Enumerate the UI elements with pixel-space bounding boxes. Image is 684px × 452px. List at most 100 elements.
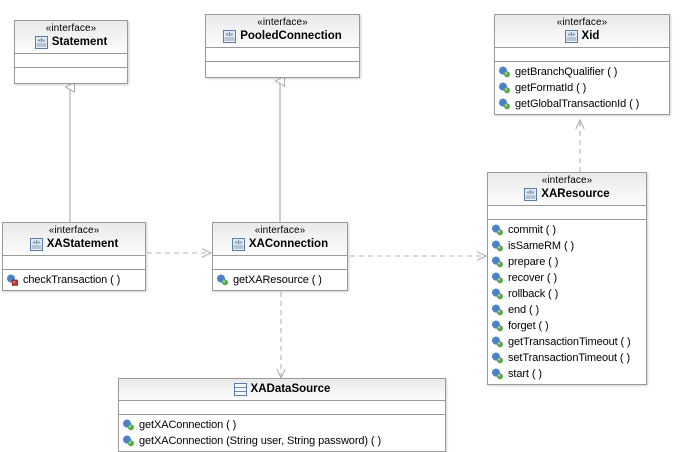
operation-row[interactable]: forget ( ) (488, 318, 646, 334)
operation-label: forget ( ) (508, 319, 549, 332)
attributes-compartment (495, 47, 669, 62)
operation-row[interactable]: end ( ) (488, 302, 646, 318)
operation-label: prepare ( ) (508, 255, 559, 268)
operation-row[interactable]: commit ( ) (488, 222, 646, 238)
operations-compartment: getXAConnection ( ) getXAConnection (Str… (119, 415, 445, 451)
operation-row[interactable]: rollback ( ) (488, 286, 646, 302)
attributes-compartment (3, 255, 145, 270)
method-public-icon (491, 256, 504, 268)
class-name: XAResource (541, 187, 610, 200)
class-box-xastatement[interactable]: «interface» «I» XAStatement (2, 222, 146, 291)
svg-text:«I»: «I» (33, 240, 40, 246)
operation-row[interactable]: getFormatId ( ) (495, 80, 669, 96)
class-stereotype: «interface» (556, 17, 608, 28)
operation-row[interactable]: isSameRM ( ) (488, 238, 646, 254)
class-header: «interface» «I» XAStatement (3, 223, 145, 256)
method-public-icon (491, 240, 504, 252)
attributes-compartment (206, 47, 359, 62)
class-header: «interface» «I» XAResource (488, 173, 646, 206)
operation-label: commit ( ) (508, 223, 556, 236)
attributes-compartment (15, 53, 127, 68)
operation-label: getXAResource ( ) (233, 273, 322, 286)
operations-compartment: getBranchQualifier ( ) getFormatId ( ) (495, 61, 669, 114)
operation-label: getTransactionTimeout ( ) (508, 335, 631, 348)
operation-label: recover ( ) (508, 271, 558, 284)
method-public-icon (122, 435, 135, 447)
class-header: XADataSource (119, 379, 445, 401)
operation-label: checkTransaction ( ) (23, 273, 121, 286)
operation-row[interactable]: prepare ( ) (488, 254, 646, 270)
method-public-icon (122, 419, 135, 431)
class-name: Xid (581, 29, 600, 42)
method-public-icon (498, 98, 511, 110)
operation-row[interactable]: getTransactionTimeout ( ) (488, 334, 646, 350)
operation-label: end ( ) (508, 303, 540, 316)
operation-row[interactable]: start ( ) (488, 366, 646, 382)
class-box-xadatasource[interactable]: XADataSource getXAConnection ( ) getXACo… (118, 378, 446, 452)
method-public-icon (491, 368, 504, 380)
method-public-icon (498, 66, 511, 78)
operation-label: getXAConnection ( ) (139, 419, 237, 431)
attributes-compartment (213, 255, 347, 270)
operation-label: rollback ( ) (508, 287, 559, 300)
class-box-pooledconnection[interactable]: «interface» «I» PooledConnection (205, 14, 360, 78)
class-header: «interface» «I» XAConnection (213, 223, 347, 256)
class-stereotype: «interface» (257, 17, 308, 28)
interface-icon: «I» (524, 187, 538, 201)
class-stereotype: «interface» (541, 175, 593, 186)
operation-label: isSameRM ( ) (508, 239, 575, 252)
interface-icon: «I» (564, 29, 578, 43)
attributes-compartment (488, 205, 646, 220)
operation-row[interactable]: checkTransaction ( ) (3, 272, 145, 288)
method-public-icon (491, 352, 504, 364)
class-header: «interface» «I» Statement (15, 21, 127, 54)
operation-label: start ( ) (508, 367, 542, 380)
class-box-xid[interactable]: «interface» «I» Xid (494, 14, 670, 115)
method-public-icon (498, 82, 511, 94)
class-icon (233, 383, 247, 396)
class-box-xaconnection[interactable]: «interface» «I» XAConnection (212, 222, 348, 291)
class-stereotype: «interface» (48, 225, 100, 236)
operation-label: getBranchQualifier ( ) (515, 65, 618, 78)
operation-label: getFormatId ( ) (515, 81, 587, 94)
class-name: Statement (51, 35, 108, 48)
svg-text:«I»: «I» (568, 32, 575, 38)
class-header: «interface» «I» Xid (495, 15, 669, 48)
operation-row[interactable]: getGlobalTransactionId ( ) (495, 96, 669, 112)
operations-compartment: commit ( ) isSameRM ( ) prepare ( ) reco… (488, 219, 646, 384)
class-stereotype: «interface» (45, 23, 97, 34)
attributes-compartment (119, 401, 445, 415)
class-box-xaresource[interactable]: «interface» «I» XAResource (487, 172, 647, 385)
operation-row[interactable]: setTransactionTimeout ( ) (488, 350, 646, 366)
operation-row[interactable]: getXAConnection (String user, String pas… (119, 433, 445, 449)
svg-text:«I»: «I» (226, 32, 233, 38)
method-public-icon (491, 224, 504, 236)
method-public-icon (491, 320, 504, 332)
method-public-icon (491, 336, 504, 348)
interface-icon: «I» (231, 237, 245, 251)
method-private-icon (6, 274, 19, 286)
operation-label: getXAConnection (String user, String pas… (139, 435, 382, 447)
class-header: «interface» «I» PooledConnection (206, 15, 359, 48)
interface-icon: «I» (29, 237, 43, 251)
operations-compartment: checkTransaction ( ) (3, 269, 145, 290)
method-public-icon (491, 272, 504, 284)
class-box-statement[interactable]: «interface» «I» Statement (14, 20, 128, 84)
class-stereotype: «interface» (254, 225, 306, 236)
class-name: XAStatement (46, 237, 119, 250)
operations-compartment: getXAResource ( ) (213, 269, 347, 290)
svg-text:«I»: «I» (38, 38, 45, 44)
operation-row[interactable]: getXAResource ( ) (213, 272, 347, 288)
operation-row[interactable]: getXAConnection ( ) (119, 417, 445, 433)
operation-label: getGlobalTransactionId ( ) (515, 97, 640, 110)
operation-row[interactable]: recover ( ) (488, 270, 646, 286)
method-public-icon (491, 304, 504, 316)
method-public-icon (491, 288, 504, 300)
svg-text:«I»: «I» (527, 190, 534, 196)
class-name: PooledConnection (240, 29, 342, 42)
operations-compartment (206, 61, 359, 77)
operation-row[interactable]: getBranchQualifier ( ) (495, 64, 669, 80)
interface-icon: «I» (223, 29, 237, 43)
method-public-icon (216, 274, 229, 286)
